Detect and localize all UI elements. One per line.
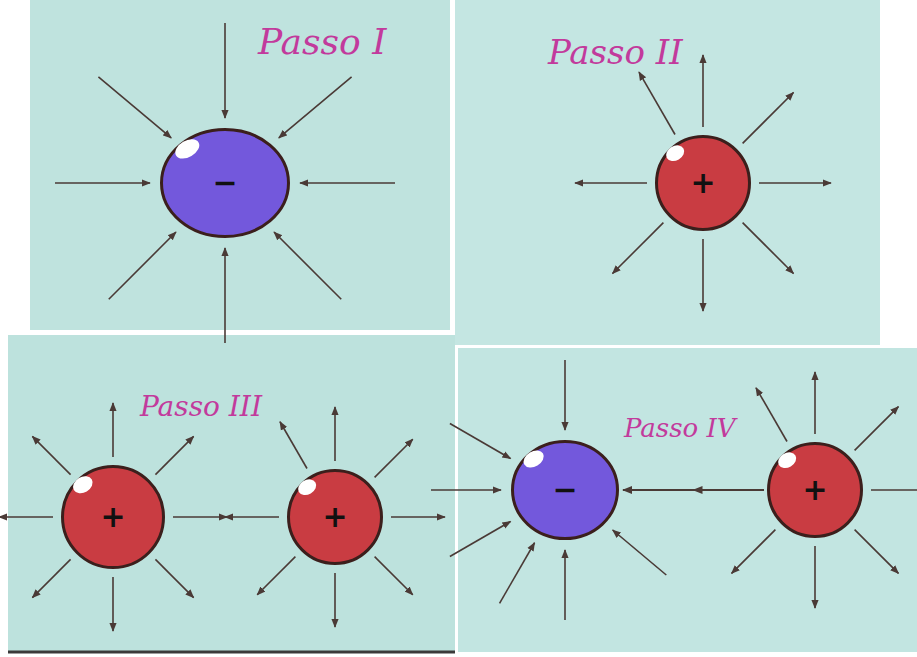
field-arrow bbox=[279, 77, 352, 138]
field-arrow bbox=[155, 559, 193, 597]
field-arrow bbox=[639, 72, 675, 134]
field-arrow bbox=[564, 360, 566, 430]
step-label: Passo IV bbox=[624, 414, 735, 443]
field-arrow bbox=[743, 223, 794, 274]
highlight bbox=[172, 135, 203, 162]
field-arrow bbox=[32, 559, 70, 597]
field-arrow bbox=[575, 182, 647, 184]
field-arrow bbox=[814, 546, 816, 608]
charge-sphere bbox=[513, 442, 618, 539]
field-arrow bbox=[612, 223, 663, 274]
field-arrow bbox=[500, 543, 535, 604]
positive-charge: + bbox=[61, 465, 165, 569]
field-arrow bbox=[855, 407, 899, 451]
field-arrow bbox=[431, 489, 501, 491]
field-arrow bbox=[702, 55, 704, 127]
table-edge bbox=[8, 651, 455, 654]
positive-charge: + bbox=[655, 135, 751, 231]
field-arrow bbox=[871, 489, 917, 491]
field-arrow bbox=[173, 516, 227, 518]
photo-panel bbox=[455, 0, 880, 345]
field-arrow bbox=[224, 23, 226, 118]
field-arrow bbox=[756, 388, 787, 442]
highlight bbox=[70, 473, 96, 497]
charge-sphere bbox=[769, 444, 862, 537]
field-arrow bbox=[450, 521, 511, 556]
field-arrow bbox=[225, 516, 279, 518]
step-label: Passo III bbox=[140, 392, 262, 423]
field-arrow bbox=[613, 530, 667, 575]
field-arrow bbox=[109, 232, 176, 299]
charge-sign: + bbox=[690, 168, 715, 198]
field-arrow bbox=[274, 232, 341, 299]
field-arrow bbox=[98, 77, 171, 138]
photo-panel bbox=[8, 335, 455, 652]
field-arrow bbox=[743, 92, 794, 143]
charge-sign: + bbox=[802, 475, 827, 505]
step-label: Passo II bbox=[548, 34, 683, 71]
highlight bbox=[521, 447, 547, 471]
field-arrow bbox=[450, 424, 511, 459]
field-arrow bbox=[112, 403, 114, 457]
field-arrow bbox=[732, 530, 776, 574]
field-arrow bbox=[814, 372, 816, 434]
highlight bbox=[663, 142, 687, 164]
field-arrow bbox=[0, 516, 53, 518]
field-arrow bbox=[375, 439, 413, 477]
field-arrow bbox=[32, 436, 70, 474]
charge-sign: − bbox=[552, 475, 577, 505]
photo-panel bbox=[30, 0, 450, 330]
charge-sign: + bbox=[322, 502, 347, 532]
field-arrow bbox=[334, 407, 336, 461]
highlight bbox=[775, 449, 799, 471]
positive-charge: + bbox=[287, 469, 383, 565]
charge-sign: − bbox=[212, 168, 237, 198]
negative-charge: − bbox=[511, 440, 619, 540]
field-arrow bbox=[702, 239, 704, 311]
charge-sign: + bbox=[100, 502, 125, 532]
highlight bbox=[295, 476, 319, 498]
field-connector bbox=[623, 489, 764, 491]
charge-sphere bbox=[63, 467, 164, 568]
field-arrow bbox=[334, 573, 336, 627]
field-arrow bbox=[112, 577, 114, 631]
field-arrow bbox=[375, 557, 413, 595]
photo-panel bbox=[458, 348, 917, 652]
field-arrow bbox=[855, 530, 899, 574]
field-arrow bbox=[564, 550, 566, 620]
field-arrow bbox=[759, 182, 831, 184]
field-arrows bbox=[0, 23, 917, 631]
field-arrow bbox=[55, 182, 150, 184]
field-arrow bbox=[391, 516, 445, 518]
step-label: Passo I bbox=[258, 22, 386, 62]
field-arrow bbox=[257, 557, 295, 595]
positive-charge: + bbox=[767, 442, 863, 538]
field-arrow bbox=[224, 248, 226, 343]
field-arrow bbox=[280, 422, 307, 469]
charge-sphere bbox=[289, 471, 382, 564]
field-arrow bbox=[155, 436, 193, 474]
charge-sphere bbox=[657, 137, 750, 230]
negative-charge: − bbox=[160, 128, 290, 238]
field-arrow bbox=[300, 182, 395, 184]
charge-sphere bbox=[162, 130, 289, 237]
